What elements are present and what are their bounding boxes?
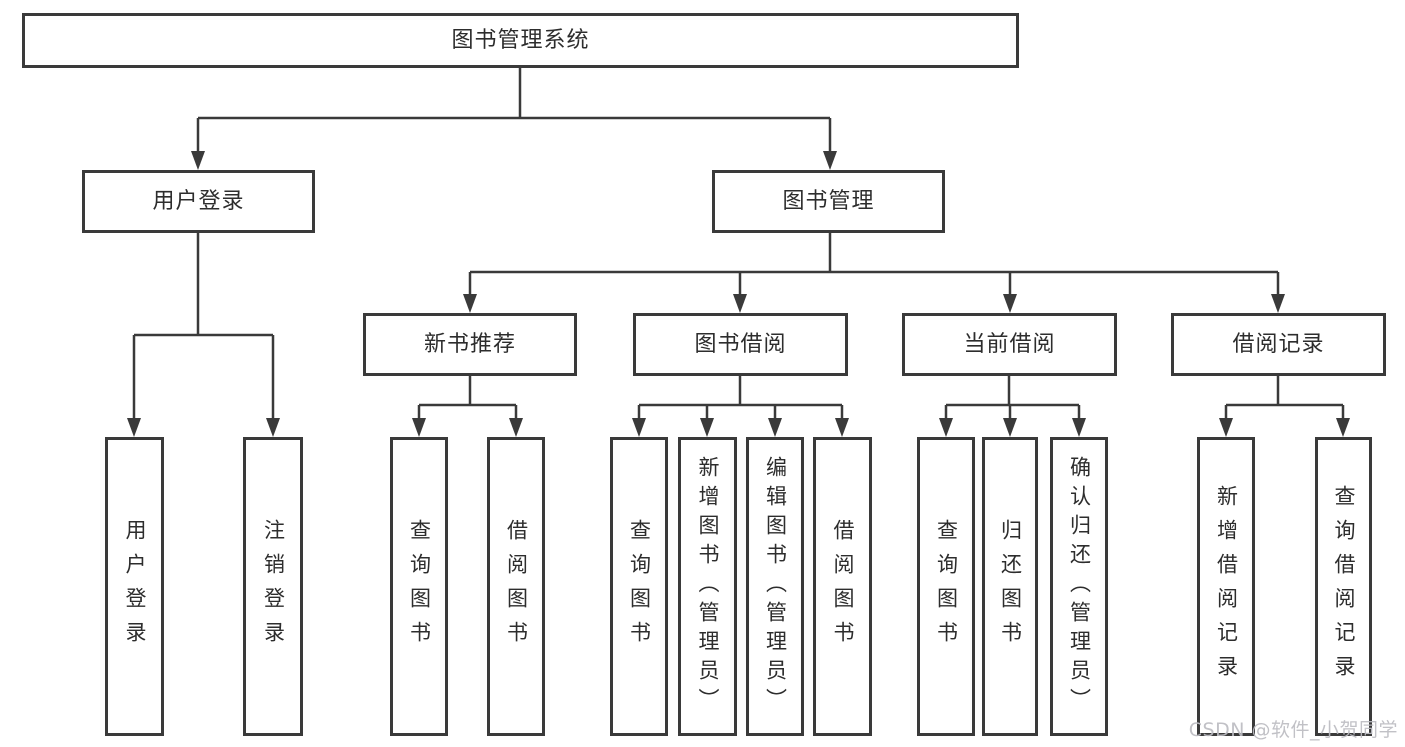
node-label: 图书借阅	[694, 331, 787, 357]
connector-bookmgmt-to-level3	[468, 233, 1280, 297]
node-leaf-user-login: 用户登录	[105, 437, 164, 736]
node-borrow-record: 借阅记录	[1171, 313, 1386, 376]
node-leaf-confirm-return-admin: 确认归还（管理员）	[1050, 437, 1108, 736]
node-leaf-borrow-books-1: 借阅图书	[487, 437, 545, 736]
connector-root-to-level2	[196, 68, 832, 154]
node-label: 借阅图书	[831, 518, 855, 655]
node-leaf-logout: 注销登录	[243, 437, 303, 736]
node-label: 编辑图书（管理员）	[763, 456, 788, 717]
node-leaf-borrow-books-2: 借阅图书	[813, 437, 872, 736]
node-leaf-query-books-3: 查询图书	[917, 437, 975, 736]
node-label: 当前借阅	[963, 331, 1056, 357]
node-book-borrow: 图书借阅	[633, 313, 848, 376]
node-label: 确认归还（管理员）	[1067, 456, 1092, 717]
node-label: 查询图书	[627, 518, 652, 655]
node-label: 图书管理	[782, 188, 875, 214]
node-leaf-return-books: 归还图书	[982, 437, 1038, 736]
node-leaf-add-books-admin: 新增图书（管理员）	[678, 437, 737, 736]
node-label: 注销登录	[261, 518, 286, 655]
node-label: 查询借阅记录	[1332, 484, 1356, 689]
node-label: 新增图书（管理员）	[696, 456, 720, 717]
node-label: 归还图书	[998, 518, 1023, 655]
node-label: 用户登录	[123, 518, 147, 655]
node-label: 新书推荐	[423, 331, 516, 357]
node-label: 借阅记录	[1232, 331, 1325, 357]
node-label: 查询图书	[407, 518, 432, 655]
node-label: 借阅图书	[504, 518, 529, 655]
connector-userlogin-to-leaves	[132, 233, 275, 421]
node-label: 图书管理系统	[451, 27, 590, 53]
connector-currentborrow-to-leaves	[944, 376, 1081, 421]
connector-borrowrecord-to-leaves	[1224, 376, 1345, 421]
node-book-management: 图书管理	[712, 170, 945, 233]
node-leaf-edit-books-admin: 编辑图书（管理员）	[746, 437, 804, 736]
node-root-library-system: 图书管理系统	[22, 13, 1019, 68]
node-label: 用户登录	[152, 188, 245, 214]
node-label: 查询图书	[934, 518, 959, 655]
node-leaf-query-borrow-record: 查询借阅记录	[1315, 437, 1372, 736]
connector-newbooks-to-leaves	[417, 376, 518, 421]
node-user-login: 用户登录	[82, 170, 315, 233]
csdn-watermark: CSDN @软件_小贺同学	[1188, 719, 1398, 741]
node-current-borrow: 当前借阅	[902, 313, 1117, 376]
node-label: 新增借阅记录	[1214, 484, 1239, 689]
node-leaf-add-borrow-record: 新增借阅记录	[1197, 437, 1255, 736]
connector-bookborrow-to-leaves	[637, 376, 844, 421]
node-leaf-query-books-2: 查询图书	[610, 437, 668, 736]
node-leaf-query-books-1: 查询图书	[390, 437, 448, 736]
node-new-book-recommend: 新书推荐	[363, 313, 577, 376]
